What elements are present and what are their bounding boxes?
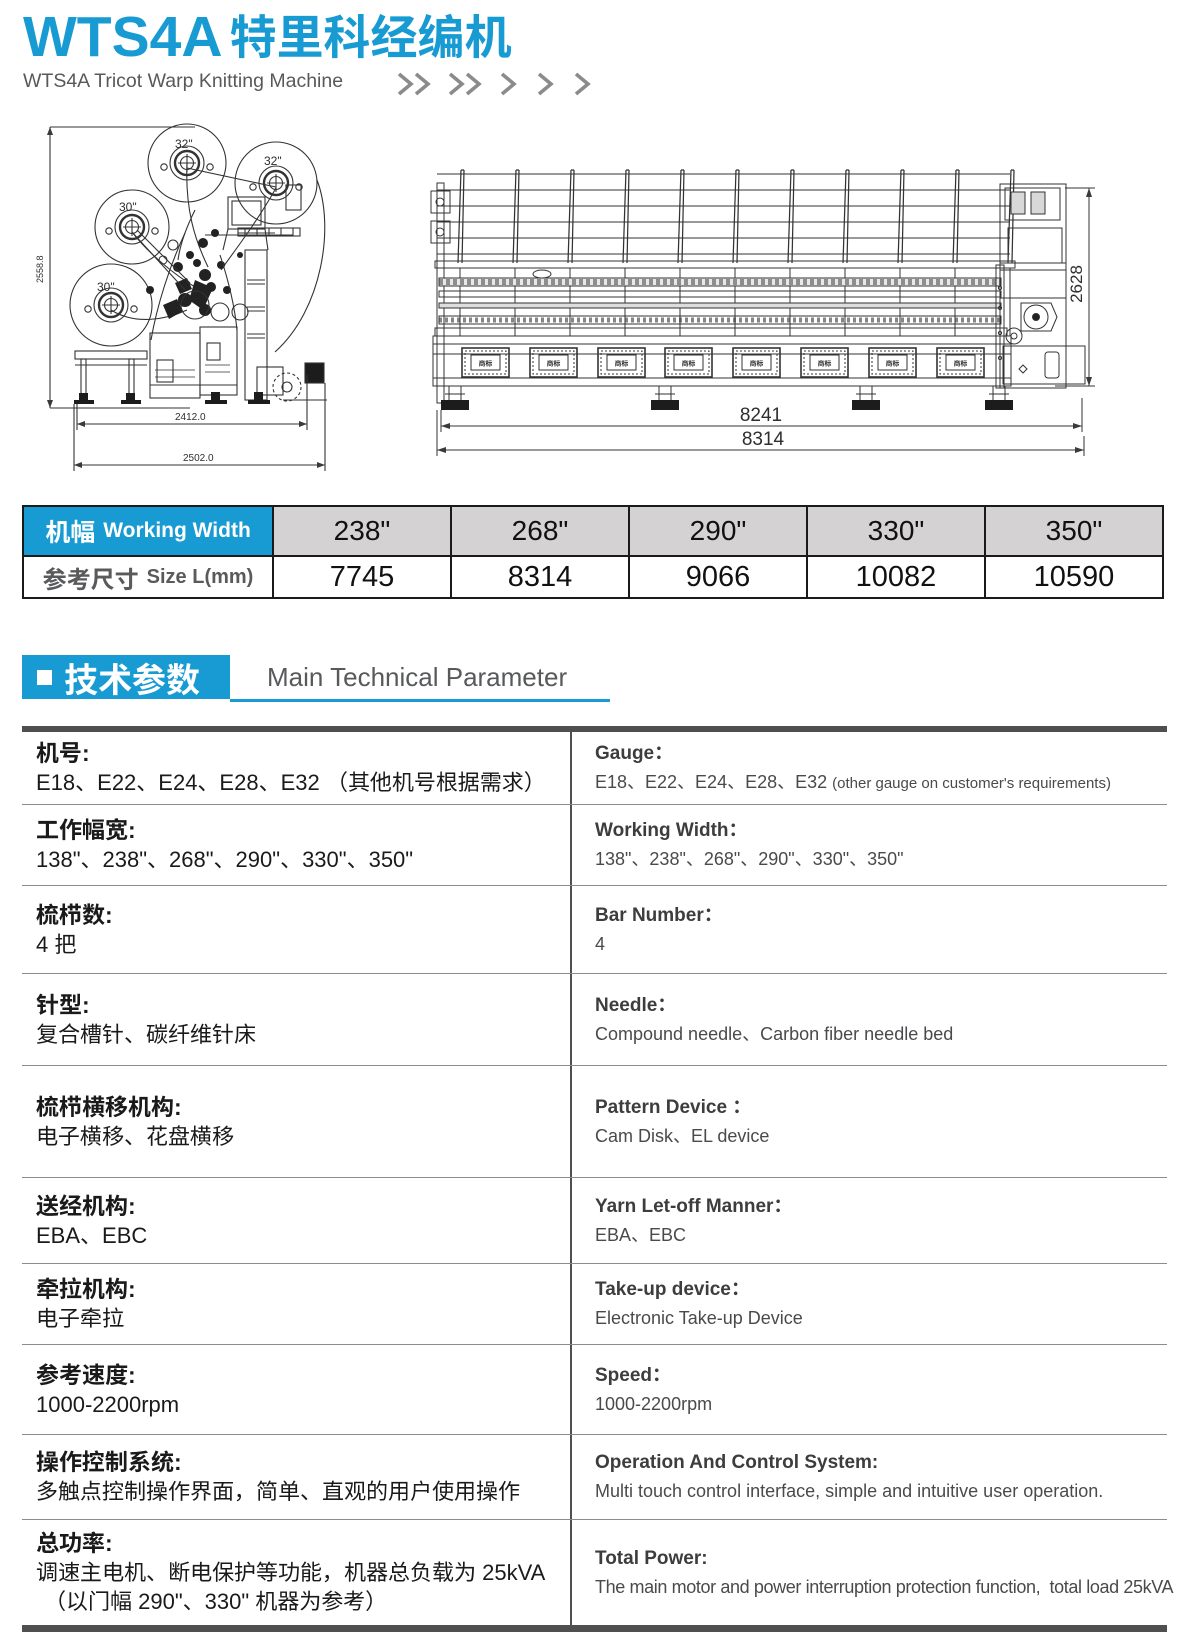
svg-text:30": 30" [97, 280, 115, 294]
svg-text:8314: 8314 [742, 429, 785, 450]
svg-text:32": 32" [175, 137, 193, 151]
svg-text:商标: 商标 [479, 359, 493, 368]
svg-text:商标: 商标 [547, 359, 561, 368]
svg-text:32": 32" [264, 154, 282, 168]
svg-text:2502.0: 2502.0 [183, 453, 214, 464]
svg-text:商标: 商标 [818, 359, 832, 368]
svg-text:30": 30" [119, 200, 137, 214]
svg-text:2558.8: 2558.8 [35, 255, 45, 283]
svg-text:商标: 商标 [750, 359, 764, 368]
svg-text:商标: 商标 [615, 359, 629, 368]
svg-text:2412.0: 2412.0 [175, 412, 206, 423]
svg-text:商标: 商标 [886, 359, 900, 368]
svg-text:8241: 8241 [740, 405, 782, 426]
svg-text:商标: 商标 [682, 359, 696, 368]
svg-text:商标: 商标 [954, 359, 968, 368]
svg-text:2628: 2628 [1067, 265, 1086, 303]
